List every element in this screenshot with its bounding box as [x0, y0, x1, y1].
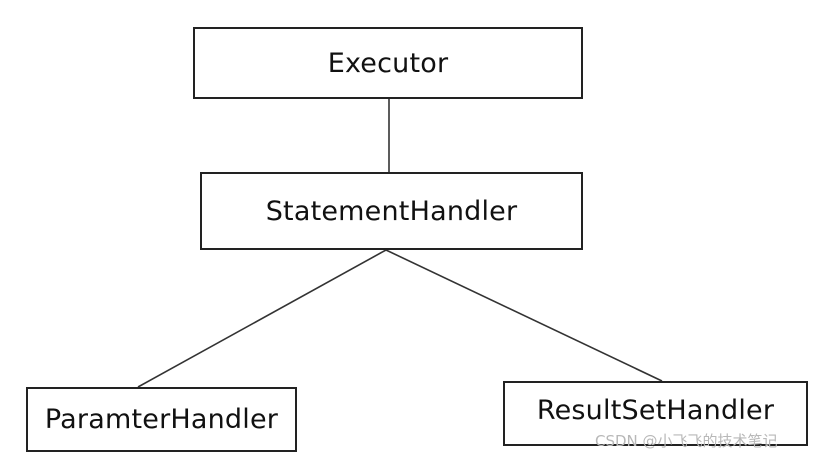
resultsethandler-label: ResultSetHandler [536, 395, 775, 426]
watermark-text: CSDN @小飞飞的技术笔记 [595, 432, 778, 450]
executor-label: Executor [327, 47, 449, 79]
paramterhandler-node: ParamterHandler [26, 387, 297, 452]
resultsethandler-node: ResultSetHandler [503, 381, 808, 446]
edge-statementhandler-to-paramterhandler [137, 249, 387, 388]
statementhandler-label: StatementHandler [265, 195, 518, 227]
statementhandler-node: StatementHandler [200, 172, 583, 250]
executor-node: Executor [193, 27, 583, 99]
paramterhandler-label: ParamterHandler [44, 404, 279, 435]
edge-statementhandler-to-resultsethandler [385, 249, 663, 382]
